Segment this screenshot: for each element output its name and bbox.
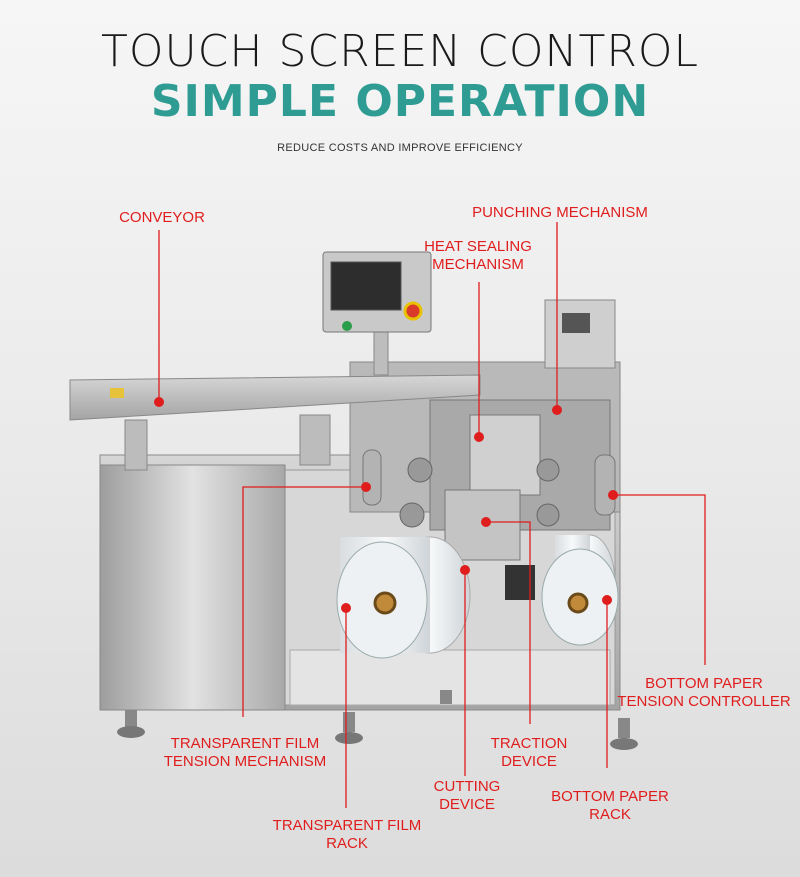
callout-dot-traction (481, 517, 491, 527)
callout-dot-paper-rack (602, 595, 612, 605)
callout-dot-paper-tension (608, 490, 618, 500)
conveyor-belt (69, 374, 481, 421)
callout-dot-cutting (460, 565, 470, 575)
label-bottom-paper-tension: BOTTOM PAPER TENSION CONTROLLER (617, 675, 791, 710)
touch-screen-display (330, 261, 402, 311)
label-conveyor: CONVEYOR (119, 209, 205, 226)
label-traction-device: TRACTION DEVICE (490, 735, 568, 770)
callout-dot-heat-sealing (474, 432, 484, 442)
callout-dot-punching (552, 405, 562, 415)
callout-dot-conveyor (154, 397, 164, 407)
label-heat-sealing: HEAT SEALING MECHANISM (424, 238, 532, 273)
label-punching-mechanism: PUNCHING MECHANISM (472, 204, 648, 221)
start-button-icon (342, 321, 352, 331)
callout-dot-film-rack (341, 603, 351, 613)
headline-accent: SIMPLE OPERATION (150, 76, 650, 127)
label-transparent-film-tension: TRANSPARENT FILM TENSION MECHANISM (163, 735, 327, 770)
label-bottom-paper-rack: BOTTOM PAPER RACK (551, 788, 669, 823)
label-transparent-film-rack: TRANSPARENT FILM RACK (272, 817, 422, 852)
subheadline: REDUCE COSTS AND IMPROVE EFFICIENCY (277, 142, 523, 154)
callout-dot-film-tension (361, 482, 371, 492)
headline-top: TOUCH SCREEN CONTROL (100, 26, 700, 77)
label-cutting-device: CUTTING DEVICE (433, 778, 501, 813)
emergency-stop-icon (403, 301, 423, 321)
